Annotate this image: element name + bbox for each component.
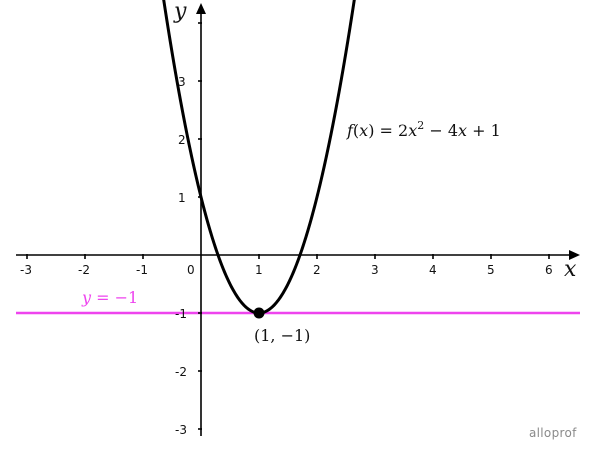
y-tick-label: 1	[178, 191, 186, 205]
x-axis-arrow-icon	[569, 250, 580, 260]
y-tick-label: -2	[175, 365, 187, 379]
y-axis-label: y	[173, 0, 187, 24]
x-tick-label: -1	[136, 263, 148, 277]
function-label: f(x) = 2x2 − 4x + 1	[346, 119, 501, 140]
x-tick-label: 6	[545, 263, 553, 277]
x-axis-ticks: -3 -2 -1 0 1 2 3 4 5 6	[20, 254, 553, 277]
vertex-label: (1, −1)	[254, 326, 310, 345]
y-tick-label: -3	[175, 423, 187, 437]
x-tick-label: 2	[313, 263, 321, 277]
x-tick-label: 5	[487, 263, 495, 277]
alloprof-watermark: alloprof	[529, 426, 577, 440]
y-axis-arrow-icon	[196, 3, 206, 14]
vertex-point	[253, 307, 265, 319]
y-tick-label: 3	[178, 75, 186, 89]
x-axis: -3 -2 -1 0 1 2 3 4 5 6 x	[16, 250, 580, 282]
x-tick-label: -3	[20, 263, 32, 277]
y-axis: -3 -2 -1 1 2 3 y	[173, 0, 206, 437]
x-axis-label: x	[564, 257, 577, 282]
y-tick-label: -1	[175, 307, 187, 321]
x-tick-label: 3	[371, 263, 379, 277]
x-tick-label: -2	[78, 263, 90, 277]
x-tick-label: 0	[187, 263, 195, 277]
y-tick-label: 2	[178, 133, 186, 147]
horizontal-line-label: y = −1	[81, 288, 138, 307]
x-tick-label: 4	[429, 263, 437, 277]
x-tick-label: 1	[255, 263, 263, 277]
